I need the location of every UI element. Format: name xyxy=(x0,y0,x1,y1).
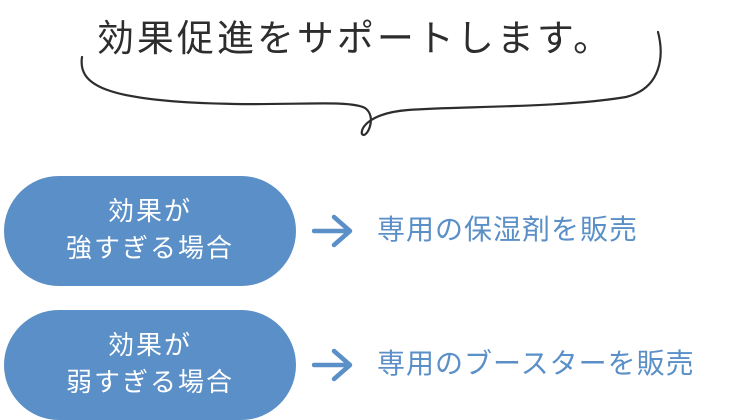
pill-label-line1: 効果が xyxy=(107,197,192,227)
condition-pill-strong: 効果が 強すぎる場合 xyxy=(4,176,296,286)
arrow-right-icon xyxy=(312,348,353,382)
speech-bubble-outline xyxy=(80,30,662,137)
condition-row-strong: 効果が 強すぎる場合 専用の保湿剤を販売 xyxy=(0,176,737,286)
solution-text-weak: 専用のブースターを販売 xyxy=(377,347,695,380)
condition-row-weak: 効果が 弱すぎる場合 専用のブースターを販売 xyxy=(0,310,737,420)
headline: 効果促進をサポートします。 xyxy=(96,17,614,60)
condition-pill-weak: 効果が 弱すぎる場合 xyxy=(4,310,296,420)
arrow-right-icon xyxy=(312,214,353,248)
pill-label-line2: 弱すぎる場合 xyxy=(65,368,234,398)
pill-label-line2: 強すぎる場合 xyxy=(65,234,234,264)
solution-text-strong: 専用の保湿剤を販売 xyxy=(377,213,639,246)
pill-label-line1: 効果が xyxy=(107,331,192,361)
